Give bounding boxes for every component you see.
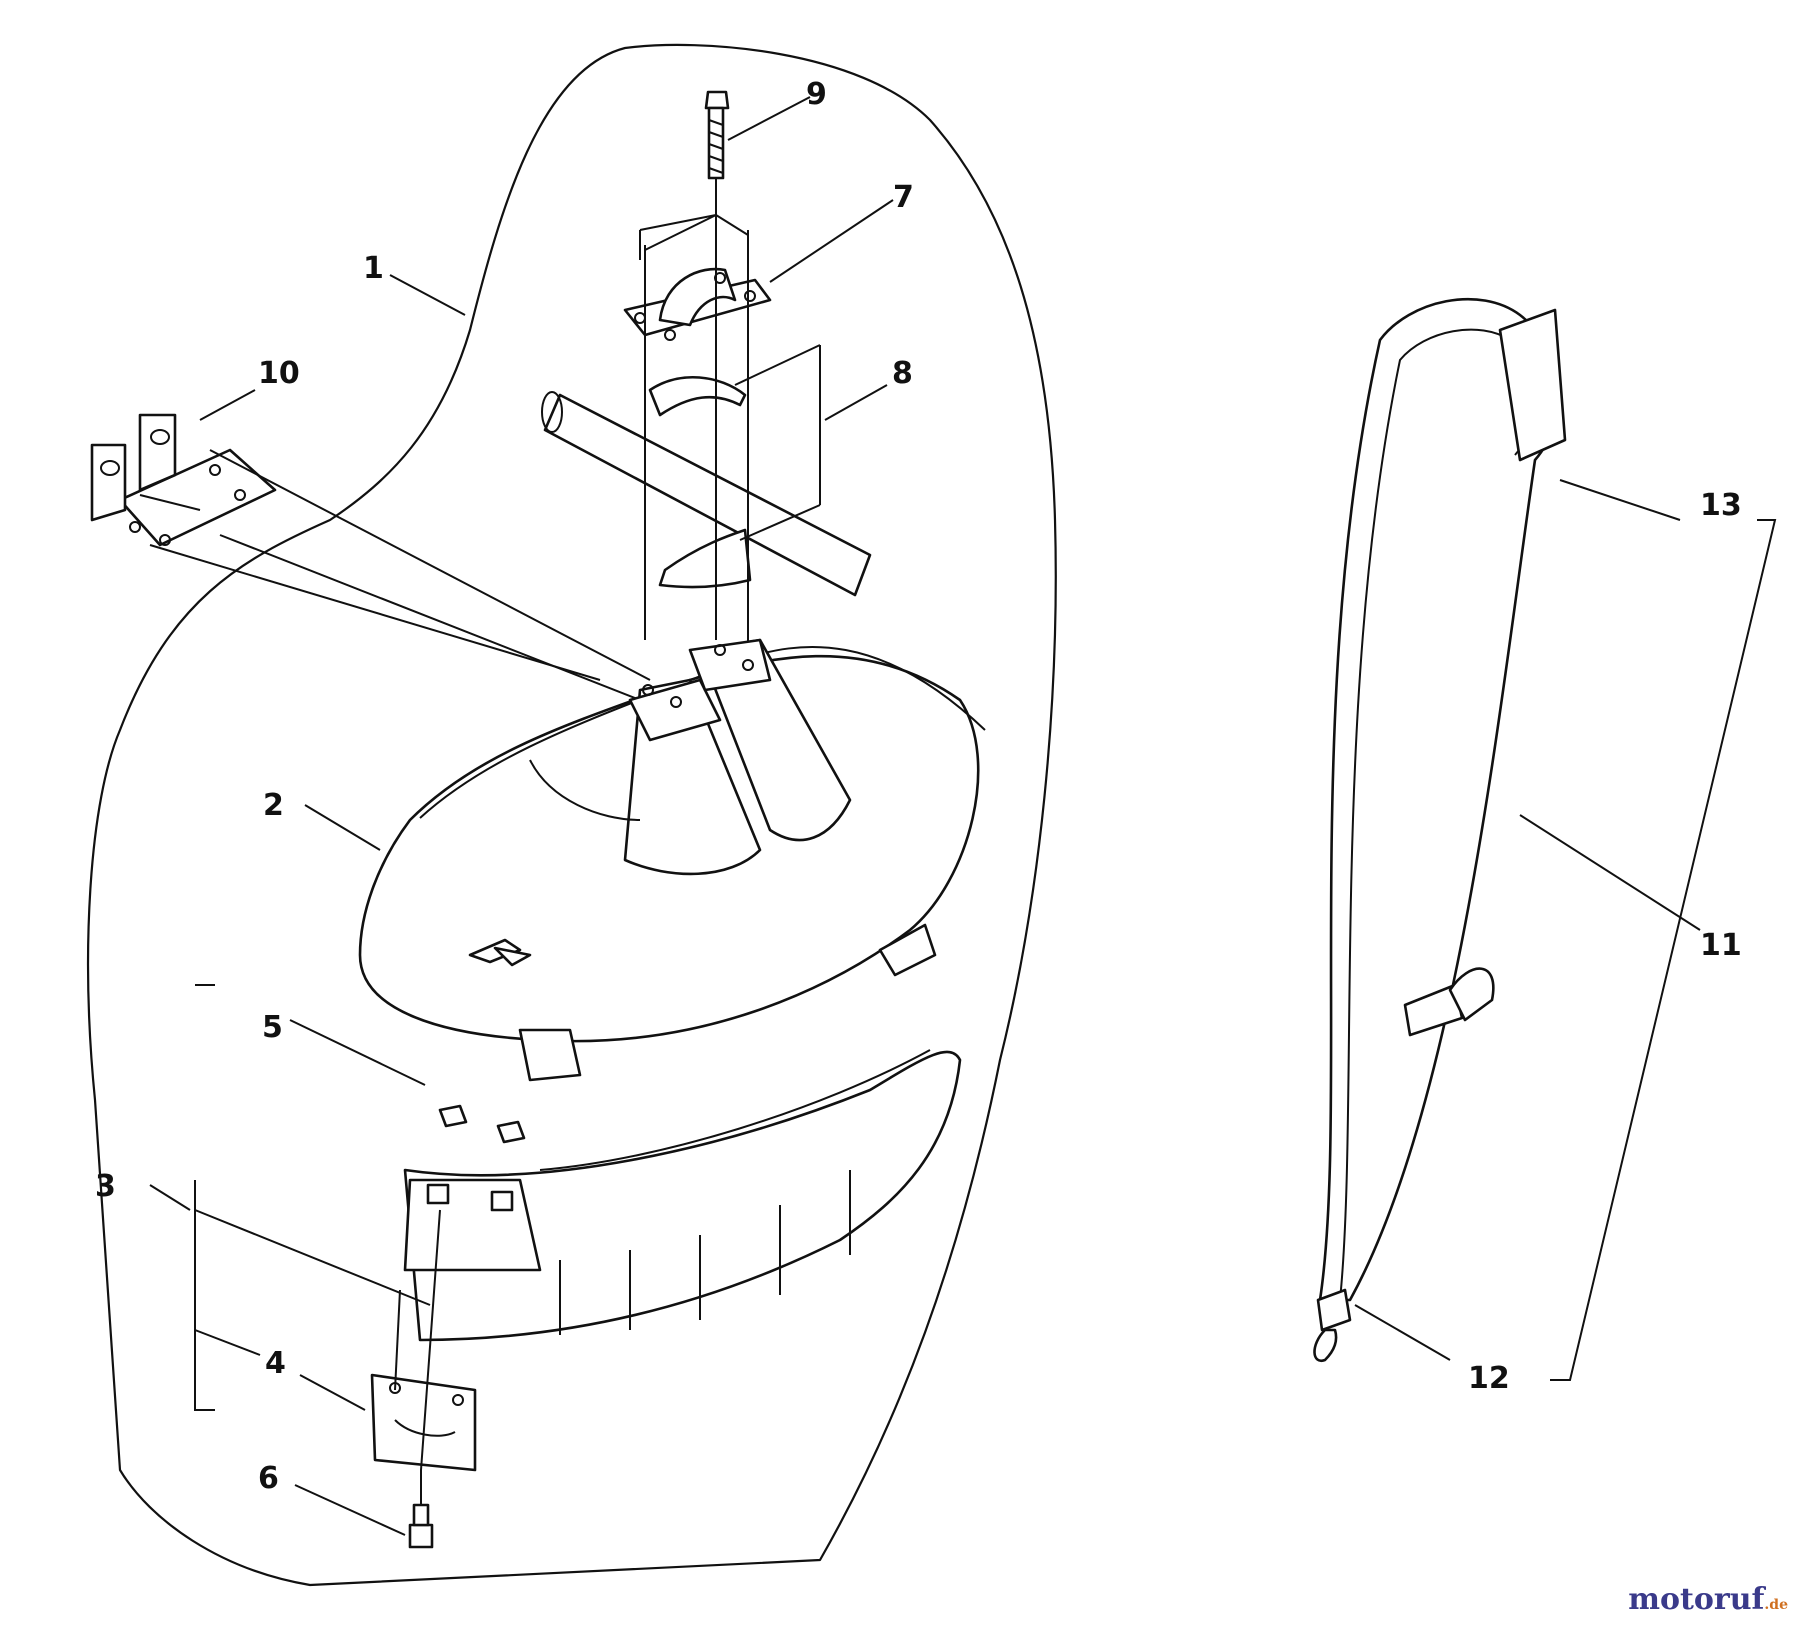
shoulder-strap-parts-11-12-13: [1313, 297, 1567, 1363]
cutter-cover-part-3: [403, 1049, 962, 1342]
callout-7: 7: [893, 180, 914, 215]
leader-lines: [149, 96, 1777, 1536]
callout-6: 6: [258, 1461, 279, 1496]
callout-8: 8: [892, 356, 913, 391]
callout-9: 9: [806, 77, 827, 112]
bolt-part-9: [704, 90, 730, 180]
callout-12: 12: [1468, 1361, 1510, 1396]
watermark-logo: motoruf.de: [1628, 1582, 1788, 1617]
callout-13: 13: [1700, 488, 1742, 523]
nuts-part-5: [438, 1104, 526, 1144]
callout-11: 11: [1700, 928, 1742, 963]
screw-part-6: [408, 1503, 434, 1549]
clamp-half-lower-part-8: [658, 528, 752, 589]
callout-4: 4: [265, 1346, 286, 1381]
assembly-outline: [87, 43, 1057, 1587]
watermark-text: motoruf: [1628, 1582, 1765, 1617]
shaft-tube: [543, 393, 872, 597]
callout-5: 5: [262, 1010, 283, 1045]
callout-2: 2: [263, 788, 284, 823]
bracket-part-10: [90, 413, 277, 547]
callout-3: 3: [95, 1169, 116, 1204]
clamp-half-upper-part-8: [648, 375, 747, 417]
watermark-suffix: .de: [1764, 1597, 1788, 1613]
callout-10: 10: [258, 356, 300, 391]
guard-part-2: [358, 638, 986, 1082]
callout-1: 1: [363, 251, 384, 286]
